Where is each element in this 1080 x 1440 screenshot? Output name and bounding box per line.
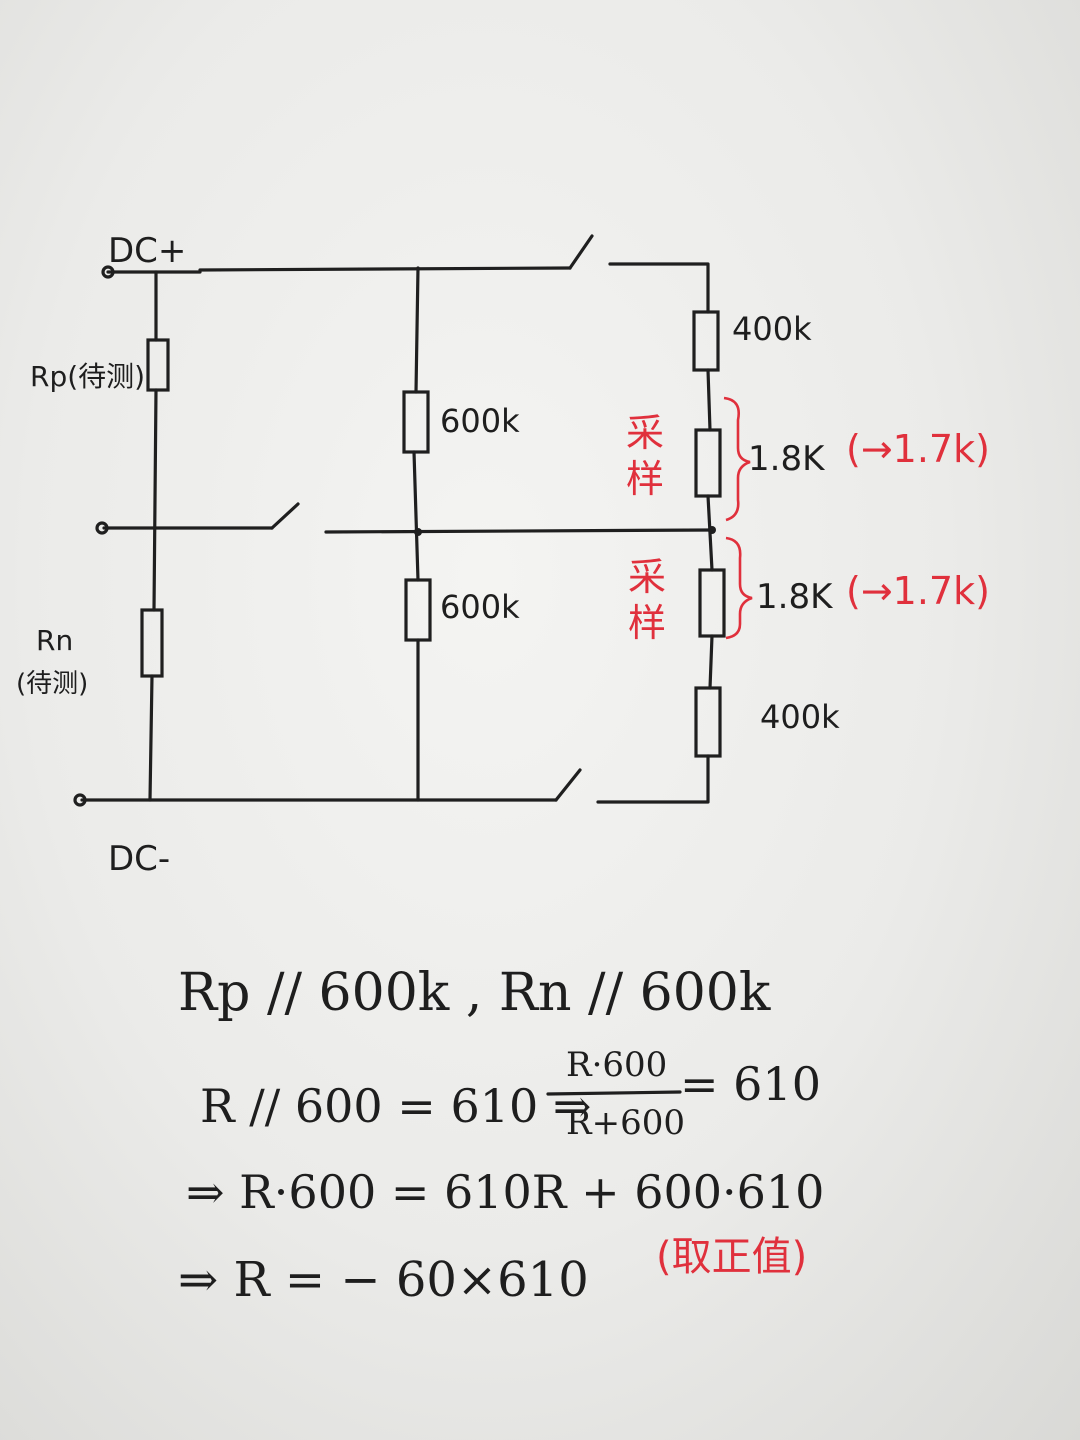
- equation-line-2-right: = 610: [680, 1057, 821, 1111]
- sample-char-top-2: 样: [626, 457, 664, 501]
- junction-center: [414, 528, 422, 536]
- label-rn-sub: (待测): [16, 669, 88, 699]
- resistor-rn: [140, 608, 164, 678]
- junction-right: [708, 526, 716, 534]
- label-rn: Rn: [36, 624, 73, 657]
- equation-line-3: ⇒ R·600 = 610R + 600·610: [186, 1165, 824, 1219]
- label-dc-plus: DC+: [108, 231, 186, 271]
- label-1.8k-bottom: 1.8K: [756, 577, 834, 617]
- wires: [80, 234, 714, 804]
- equation-line-1: Rp // 600k , Rn // 600k: [178, 963, 771, 1023]
- wire-mid-main: [324, 528, 714, 534]
- label-600k-bottom: 600k: [440, 588, 520, 626]
- label-rp: Rp(待测): [30, 360, 145, 393]
- resistor-rp: [146, 338, 170, 392]
- terminal-middle: [95, 521, 109, 535]
- wire-center-vertical: [412, 266, 420, 802]
- label-1.8k-top: 1.8K: [748, 439, 826, 479]
- label-600k-top: 600k: [440, 402, 520, 440]
- terminal-dc-plus: [101, 265, 115, 279]
- label-400k-bottom: 400k: [760, 698, 840, 736]
- wire-top-rail-right: [608, 262, 710, 314]
- resistor-600k-bottom: [404, 578, 432, 642]
- resistor-400k-bottom: [694, 686, 722, 758]
- label-dc-minus: DC-: [108, 839, 170, 879]
- equation-fraction-numerator: R·600: [566, 1045, 667, 1085]
- equation-line-4-note: (取正值): [656, 1234, 807, 1280]
- note-1.7k-bottom: (→1.7k): [846, 569, 990, 613]
- note-1.7k-top: (→1.7k): [846, 427, 990, 471]
- switch-top: [568, 234, 594, 270]
- resistor-1.8k-top: [694, 428, 722, 498]
- sample-char-bottom-2: 样: [628, 601, 666, 645]
- equation-fraction-denominator: R+600: [566, 1103, 685, 1143]
- sample-brace-bottom: [725, 536, 753, 640]
- wire-left-vertical: [148, 270, 158, 802]
- sample-char-top-1: 采: [626, 411, 664, 455]
- resistor-400k-top: [692, 310, 720, 372]
- resistor-600k-top: [402, 390, 430, 454]
- equation-line-2-left: R // 600 = 610 ⇒: [200, 1079, 591, 1133]
- equation-line-4: ⇒ R = − 60×610: [178, 1252, 589, 1308]
- sample-brace-top: [723, 396, 751, 522]
- switch-bottom: [554, 768, 582, 802]
- terminal-dc-minus: [73, 793, 87, 807]
- label-400k-top: 400k: [732, 310, 812, 348]
- sample-char-bottom-1: 采: [628, 555, 666, 599]
- wire-top-rail-main: [198, 266, 572, 272]
- switch-mid: [270, 502, 300, 530]
- fraction-bar: [546, 1090, 682, 1096]
- wire-bottom-rail-right: [596, 754, 710, 804]
- resistor-1.8k-bottom: [698, 568, 726, 638]
